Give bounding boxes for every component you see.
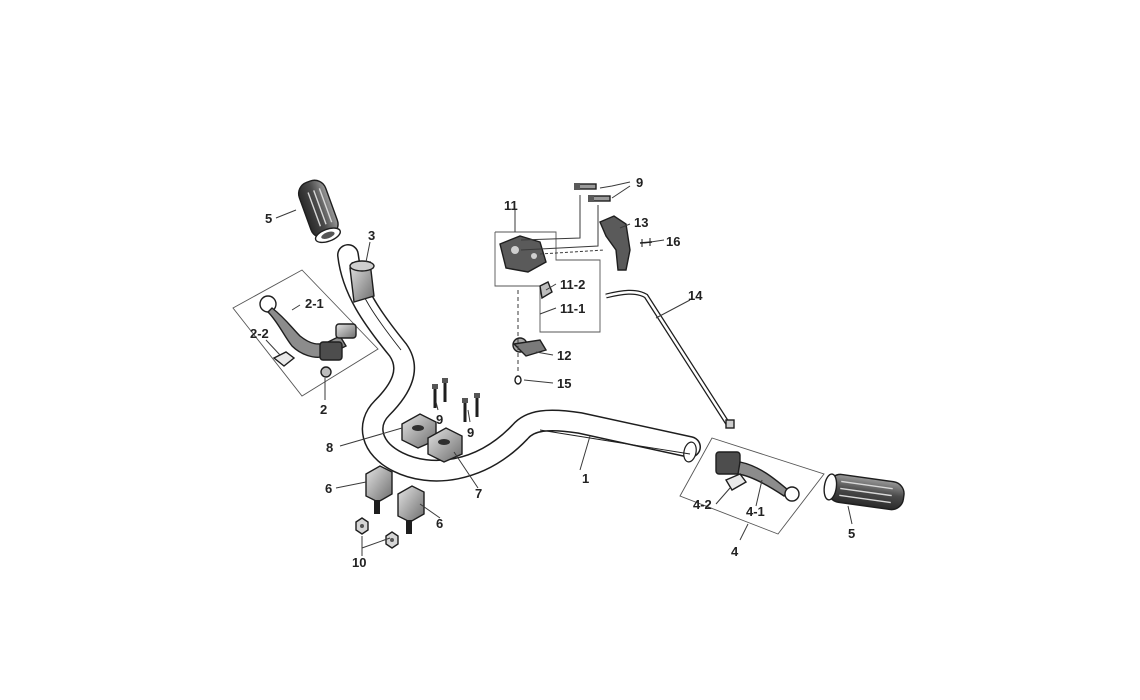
nuts-part-10 (355, 517, 399, 549)
callout-9-a: 9 (436, 412, 443, 427)
callout-13: 13 (634, 215, 648, 230)
callout-2: 2 (320, 402, 327, 417)
callout-11: 11 (504, 198, 518, 213)
callout-8: 8 (326, 440, 333, 455)
callout-10: 10 (352, 555, 366, 570)
callout-15: 15 (557, 376, 571, 391)
callout-labels: 1 2 2-1 2-2 3 4 4-1 4-2 5 5 6 6 7 8 9 9 … (250, 175, 855, 570)
callout-2-2: 2-2 (250, 326, 269, 341)
callout-9-b: 9 (467, 425, 474, 440)
pin-part-16 (639, 238, 653, 247)
callout-6-left: 6 (325, 481, 332, 496)
callout-2-1: 2-1 (305, 296, 324, 311)
callout-11-2: 11-2 (560, 277, 585, 292)
callout-9-top: 9 (636, 175, 643, 190)
choke-lever-part-13 (599, 215, 631, 271)
callout-16: 16 (666, 234, 680, 249)
left-lever-assembly-part-2 (232, 269, 379, 397)
right-grip-part-5 (823, 473, 905, 511)
callout-4: 4 (731, 544, 739, 559)
left-grip-part-5 (297, 179, 342, 244)
clamp-bolts-part-9 (432, 378, 480, 422)
callout-4-1: 4-1 (746, 504, 765, 519)
callout-5-left: 5 (265, 211, 272, 226)
riser-right-part-6 (397, 485, 425, 534)
handlebar-part-1 (337, 244, 701, 482)
callout-5-right: 5 (848, 526, 855, 541)
callout-4-2: 4-2 (693, 497, 712, 512)
upper-clamp-part-7 (427, 427, 463, 463)
callout-11-1: 11-1 (560, 301, 585, 316)
switch-bolts-part-9 (574, 183, 611, 202)
right-lever-assembly-part-4 (679, 437, 825, 535)
callout-12: 12 (557, 348, 571, 363)
callout-7: 7 (475, 486, 482, 501)
riser-left-part-6 (365, 465, 393, 514)
cable-part-14 (605, 289, 735, 429)
callout-6-right: 6 (436, 516, 443, 531)
callout-3: 3 (368, 228, 375, 243)
callout-1: 1 (582, 471, 589, 486)
callout-14: 14 (688, 288, 703, 303)
leader-lines (265, 181, 853, 556)
throttle-housing-part-3 (349, 260, 375, 303)
